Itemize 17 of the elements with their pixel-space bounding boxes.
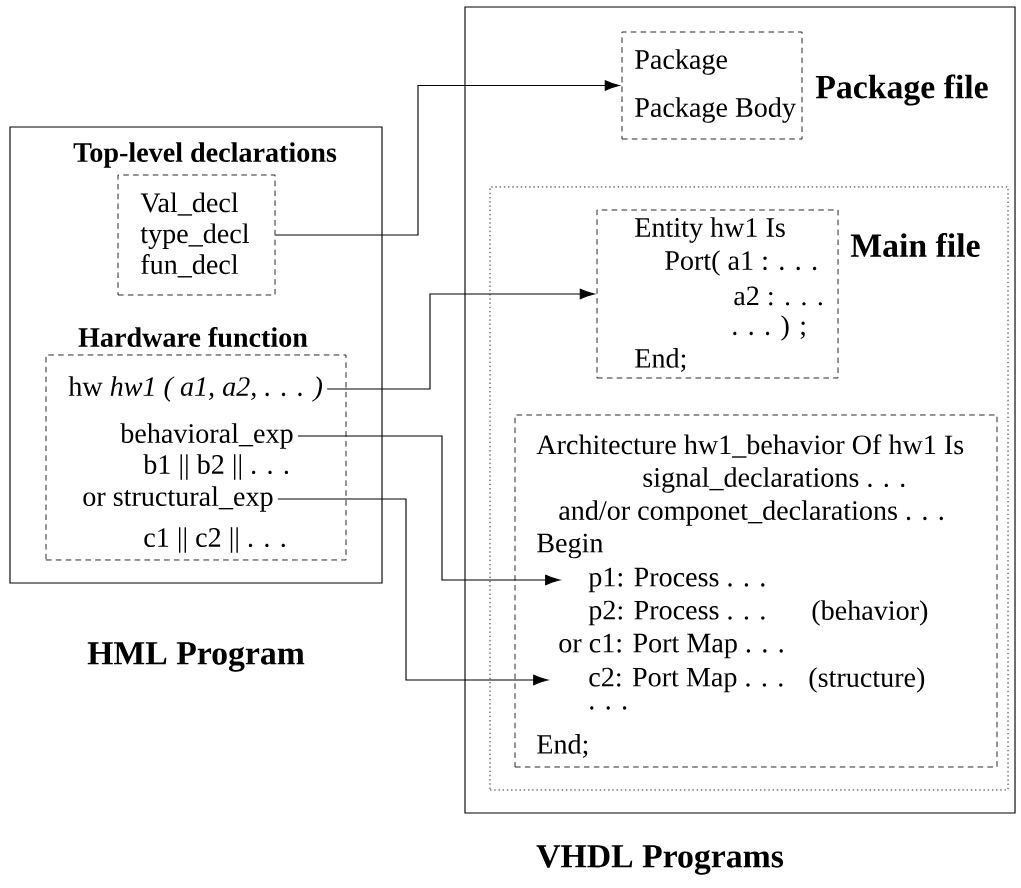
arrow [297, 435, 560, 586]
arrow [277, 498, 548, 686]
code-line: behavioral_exp [120, 423, 293, 449]
node-label: VHDL Programs [536, 845, 784, 875]
code-line: p1: Process . . . [588, 567, 765, 593]
code-line: hw hw1 ( a1, a2, . . . ) [68, 376, 322, 402]
node-label: HML Program [87, 642, 305, 672]
arrow [326, 288, 595, 390]
code-box: Package Package Body [621, 31, 803, 140]
code-box: Entity hw1 Is Port( a1 : . . . a2 : . . . . . . ) ; End; [596, 209, 839, 379]
node-label: Top-level declarations [73, 142, 337, 168]
code-line: c2: Port Map . . . [589, 667, 783, 693]
arrow [274, 80, 620, 236]
code-line: or structural_exp [83, 486, 273, 512]
box-label: Package file [815, 74, 988, 106]
code-box: Top-level declarations Val_decl type_decl fun_decl [73, 142, 337, 296]
node-label: Hardware function [78, 326, 308, 348]
